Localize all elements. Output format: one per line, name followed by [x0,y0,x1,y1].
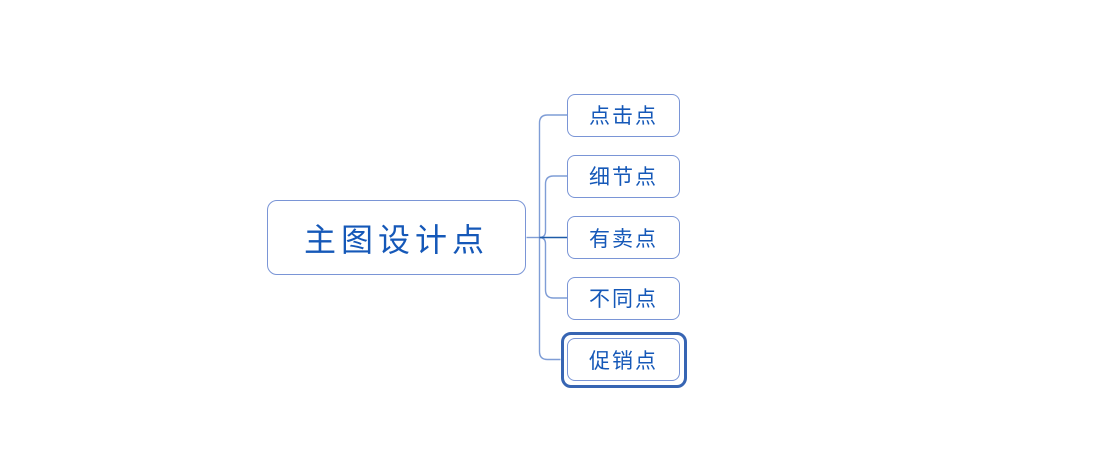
child-node-2-label: 细节点 [589,165,658,189]
child-node-5-label: 促销点 [589,348,658,373]
connector-branch-5 [538,237,561,361]
child-node-4[interactable]: 不同点 [567,276,680,320]
child-node-4-label: 不同点 [589,287,658,311]
root-node-label: 主图设计点 [303,220,489,259]
connector-branch-1 [538,114,567,238]
child-node-3-label: 有卖点 [589,226,658,251]
connector-branch-4 [539,236,567,299]
child-node-3[interactable]: 有卖点 [567,216,680,259]
root-node[interactable]: 主图设计点 [267,200,526,275]
child-node-5[interactable]: 促销点 [567,338,680,381]
child-node-1[interactable]: 点击点 [567,93,680,137]
child-node-2[interactable]: 细节点 [567,154,680,198]
child-node-1-label: 点击点 [589,104,658,128]
connector-branch-2 [539,175,567,239]
